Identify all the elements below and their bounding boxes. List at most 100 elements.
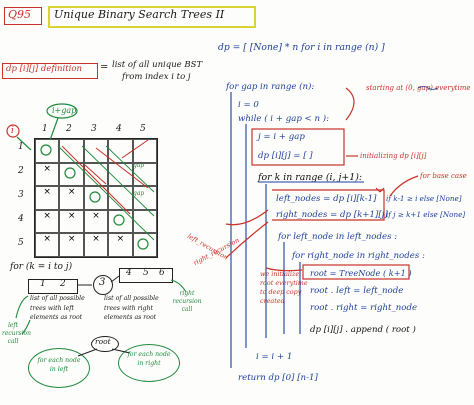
grid-arrow bbox=[95, 147, 149, 189]
for-each-left-note: for each node in left bbox=[37, 357, 81, 373]
grid-gap-note: gap bbox=[133, 162, 145, 169]
grid-cell: × bbox=[83, 233, 109, 257]
diagonal-circle bbox=[40, 144, 52, 156]
grid-cell bbox=[108, 162, 133, 187]
col-head: 1 bbox=[42, 124, 48, 134]
grid-cell: × bbox=[108, 233, 133, 257]
code-line-5: j = i + gap bbox=[258, 132, 305, 142]
diagonal-circle bbox=[113, 214, 125, 226]
grid-i-circle bbox=[6, 124, 20, 138]
code-line-14: root . right = right_node bbox=[310, 303, 418, 313]
highlight-box bbox=[302, 264, 410, 280]
grid-ipgap-label: i+gap bbox=[52, 106, 77, 115]
root-node-ellipse bbox=[91, 336, 119, 352]
code-line-1: dp = [ [None] * n for i in range (n) ] bbox=[218, 42, 385, 53]
grid-cell bbox=[132, 233, 157, 257]
code-line-15: dp [i][j] . append ( root ) bbox=[310, 325, 416, 335]
grid-cell bbox=[35, 139, 60, 163]
code-line-12: root = TreeNode ( k+1 ) bbox=[310, 268, 412, 278]
question-number-box bbox=[4, 7, 42, 25]
grid-arrow bbox=[84, 164, 107, 185]
for-each-right-ellipse bbox=[118, 344, 180, 382]
row-head: 1 bbox=[18, 142, 24, 152]
grid-cell: × bbox=[83, 209, 109, 234]
highlight-box bbox=[251, 128, 345, 166]
row-head: 5 bbox=[18, 238, 24, 248]
grid-cell bbox=[59, 162, 84, 187]
grid-cell: × bbox=[35, 186, 60, 210]
grid-cell bbox=[108, 209, 133, 234]
grid-gap-note-2: gap bbox=[133, 190, 145, 197]
grid-cell: × bbox=[59, 209, 84, 234]
for-each-right-note: for each node in right bbox=[127, 351, 171, 367]
grid-i-label: i bbox=[11, 126, 14, 136]
definition-line-2: from index i to j bbox=[122, 72, 191, 82]
root-circle bbox=[93, 275, 113, 295]
code-line-2: for gap in range (n): bbox=[226, 82, 315, 92]
grid-cell bbox=[132, 186, 157, 210]
col-head: 2 bbox=[66, 124, 72, 134]
code-line-13: root . left = left_node bbox=[310, 286, 404, 296]
grid-cell bbox=[83, 186, 109, 210]
grid-cell bbox=[59, 139, 84, 163]
code-line-9a: right_nodes = dp [k+1][j] bbox=[276, 210, 388, 220]
grid-cell: × bbox=[35, 233, 60, 257]
code-line-4: while ( i + gap < n ): bbox=[238, 114, 330, 124]
diagonal-circle bbox=[64, 167, 76, 179]
right-recursion-call-note: right recursion call bbox=[172, 290, 202, 313]
code-line-11: for right_node in right_nodes : bbox=[292, 251, 425, 261]
col-head: 5 bbox=[140, 124, 146, 134]
for-k-label: for (k = i to j) bbox=[10, 262, 73, 272]
root-node-label: root bbox=[95, 337, 111, 346]
code-line-8a: left_nodes = dp [i][k-1] bbox=[276, 194, 377, 204]
col-head: 4 bbox=[116, 124, 122, 134]
left-list-box bbox=[28, 279, 78, 294]
row-head: 4 bbox=[18, 214, 24, 224]
code-line-6: dp [i][j] = [ ] bbox=[258, 151, 313, 161]
code-line-8b: if k-1 ≥ i else [None] bbox=[386, 194, 462, 203]
grid-cell: × bbox=[59, 233, 84, 257]
title-box bbox=[48, 6, 256, 28]
dp-grid: × × × × × × × × × × bbox=[34, 138, 158, 258]
diagonal-circle bbox=[89, 191, 101, 203]
col-head: 3 bbox=[91, 124, 97, 134]
grid-arrow bbox=[121, 139, 149, 159]
root-circle-label: 3 bbox=[99, 277, 106, 288]
grid-ipgap-ellipse bbox=[46, 103, 78, 119]
grid-cell: × bbox=[35, 162, 60, 187]
grid-cell bbox=[108, 186, 133, 210]
right-list-box bbox=[119, 268, 173, 283]
right-trees-note: list of all possible trees with right el… bbox=[104, 295, 159, 321]
row-head: 3 bbox=[18, 190, 24, 200]
code-line-10: for left_node in left_nodes : bbox=[278, 232, 398, 242]
code-line-7: for k in range (i, j+1): bbox=[258, 172, 363, 183]
code-line-3: i = 0 bbox=[238, 100, 259, 110]
grid-cell bbox=[83, 162, 109, 187]
definition-line-1: list of all unique BST bbox=[112, 60, 203, 70]
definition-term: dp [i][j] definition bbox=[6, 64, 82, 74]
page-title: Unique Binary Search Trees II bbox=[54, 8, 225, 21]
grid-cell bbox=[83, 139, 109, 163]
definition-box bbox=[2, 63, 98, 79]
note-base-case: for base case bbox=[420, 172, 467, 180]
left-recursion-call-note: left recursion call bbox=[2, 322, 31, 345]
question-number: Q95 bbox=[8, 8, 32, 21]
right-list-item: 6 bbox=[159, 268, 165, 278]
code-line-9b: if j ≥ k+1 else [None] bbox=[386, 210, 466, 219]
grid-cell: × bbox=[59, 186, 84, 210]
row-head: 2 bbox=[18, 166, 24, 176]
diagonal-circle bbox=[137, 238, 149, 250]
grid-arrow bbox=[61, 145, 131, 215]
code-line-17: return dp [0] [n-1] bbox=[238, 373, 318, 383]
code-line-16: i = i + 1 bbox=[256, 352, 293, 362]
grid-cell: × bbox=[35, 209, 60, 234]
for-each-left-ellipse bbox=[28, 348, 90, 388]
definition-eq: = bbox=[100, 62, 109, 73]
left-list-item: 2 bbox=[60, 279, 66, 289]
note-initializing: initializing dp [i][j] bbox=[360, 152, 427, 160]
right-list-item: 4 bbox=[126, 268, 132, 278]
gap-diagonal bbox=[105, 145, 155, 193]
left-trees-note: list of all possible trees with left ele… bbox=[30, 295, 85, 321]
gap-diagonal bbox=[57, 145, 155, 241]
